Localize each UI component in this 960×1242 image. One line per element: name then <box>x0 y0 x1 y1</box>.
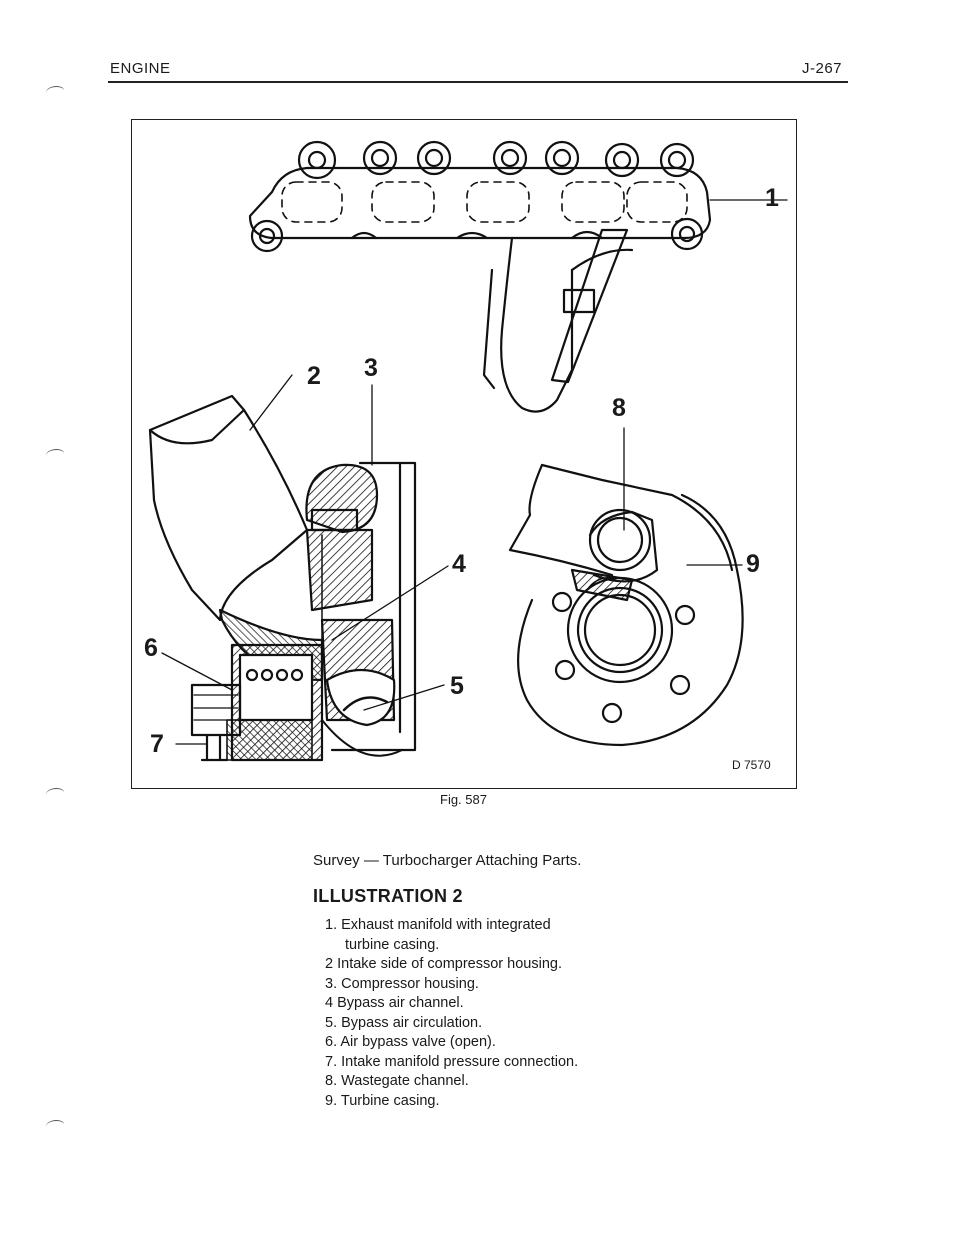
legend-item: 6. Air bypass valve (open). <box>325 1034 496 1050</box>
figure-code: D 7570 <box>732 758 771 772</box>
margin-mark <box>46 1120 64 1131</box>
legend-item: 9. Turbine casing. <box>325 1092 440 1109</box>
exhaust-manifold-drawing <box>248 140 712 413</box>
illustration-heading: ILLUSTRATION 2 <box>313 886 463 906</box>
turbine-casing-drawing <box>508 463 744 747</box>
legend-item: 7. Intake manifold pressure connection. <box>325 1053 579 1070</box>
callout-6: 6 <box>144 634 158 662</box>
callout-4: 4 <box>452 550 466 578</box>
legend-item: 2 Intake side of compressor housing. <box>325 956 562 972</box>
legend-list: 1. Exhaust manifold with integrated turb… <box>325 916 578 1111</box>
callout-1: 1 <box>765 184 779 212</box>
turbocharger-drawing <box>148 140 788 762</box>
legend-item: 8. Wastegate channel. <box>325 1073 469 1089</box>
callout-9: 9 <box>746 550 760 578</box>
page-number: J-267 <box>802 60 843 77</box>
margin-mark <box>46 449 64 460</box>
legend-item: 3. Compressor housing. <box>325 975 479 992</box>
legend-item-continued: turbine casing. <box>345 936 440 953</box>
leader-lines <box>161 199 788 745</box>
section-title: ENGINE <box>110 60 171 77</box>
callout-5: 5 <box>450 672 464 700</box>
technical-figure: 1 2 3 4 5 6 7 8 9 D 7570 <box>131 119 797 789</box>
legend-item: 4 Bypass air channel. <box>325 995 464 1011</box>
figure-caption: Fig. 587 <box>440 792 487 807</box>
callout-7: 7 <box>150 730 164 758</box>
callout-2: 2 <box>307 362 321 390</box>
margin-mark <box>46 788 64 799</box>
legend-item: 1. Exhaust manifold with integrated <box>325 917 551 933</box>
margin-mark <box>46 86 64 97</box>
callout-8: 8 <box>612 394 626 422</box>
survey-text: Survey — Turbocharger Attaching Parts. <box>313 852 582 869</box>
compressor-housing-drawing <box>148 394 417 762</box>
header-rule <box>108 81 848 83</box>
callout-3: 3 <box>364 354 378 382</box>
legend-item: 5. Bypass air circulation. <box>325 1014 483 1031</box>
